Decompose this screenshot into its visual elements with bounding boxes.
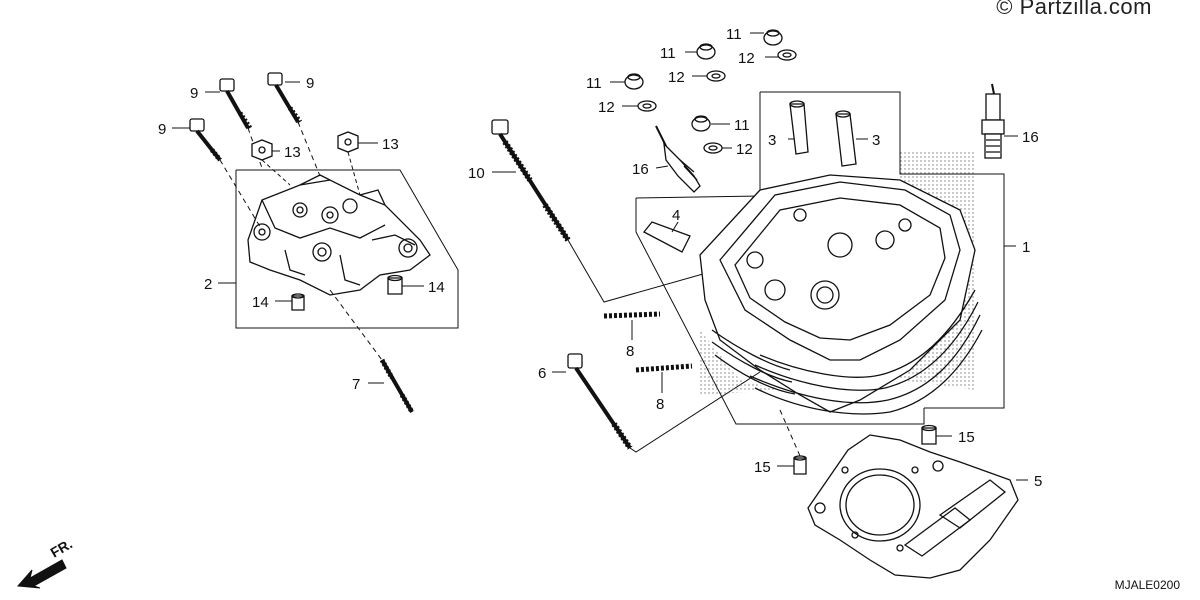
callout-9-a: 9 [190, 85, 198, 102]
nut-13-a [251, 139, 291, 186]
cap-11-c [624, 73, 644, 90]
callout-8-a: 8 [626, 343, 634, 360]
spark-plug-16-b [981, 83, 1005, 159]
washer-12-a [777, 49, 797, 61]
callout-1: 1 [1022, 239, 1030, 256]
stud-8-b [635, 363, 693, 373]
spark-plug-16-a [655, 125, 701, 193]
dowel-14-b [387, 274, 403, 295]
callout-14-a: 14 [252, 294, 269, 311]
callout-9-c: 9 [158, 121, 166, 138]
callout-15-a: 15 [958, 429, 975, 446]
bolt-9-b [267, 72, 303, 124]
callout-12-b: 12 [668, 69, 685, 86]
diagram-code: MJALE0200 [1114, 578, 1180, 592]
rocker-arm-assembly [235, 169, 459, 329]
callout-3-a: 3 [768, 132, 776, 149]
valve-guide-3-a [789, 100, 809, 155]
washer-12-b [706, 70, 726, 82]
callout-12-d: 12 [736, 141, 753, 158]
callout-9-b: 9 [306, 75, 314, 92]
stud-8-a [603, 311, 661, 319]
dowel-15-b [779, 409, 807, 475]
callout-11-a: 11 [726, 26, 742, 43]
bolt-10 [491, 119, 711, 303]
callout-13-a: 13 [284, 144, 301, 161]
cap-11-b [696, 43, 716, 60]
watermark: © Partzilla.com [996, 0, 1152, 19]
callout-2: 2 [204, 276, 212, 293]
cylinder-head [635, 91, 1005, 425]
bolt-9-a [219, 78, 253, 130]
callout-3-b: 3 [872, 132, 880, 149]
valve-guide-3-b [835, 110, 857, 167]
callout-13-b: 13 [382, 136, 399, 153]
callout-5: 5 [1034, 473, 1042, 490]
head-gasket-5 [807, 434, 1019, 579]
callout-10: 10 [468, 165, 485, 182]
callout-11-b: 11 [660, 45, 676, 62]
callout-15-b: 15 [754, 459, 771, 476]
callout-11-c: 11 [586, 75, 602, 92]
callout-numbers: 1 2 3 3 4 5 6 7 8 8 9 9 9 10 11 11 11 11… [158, 26, 1042, 490]
washer-12-c [637, 100, 657, 112]
leader-lines [172, 32, 1028, 481]
bolt-6 [567, 353, 761, 453]
callout-11-d: 11 [734, 117, 750, 134]
callout-7: 7 [352, 376, 360, 393]
bolt-9-c [189, 118, 222, 162]
callout-6: 6 [538, 365, 546, 382]
callout-14-b: 14 [428, 279, 445, 296]
nut-13-b [337, 131, 361, 196]
callout-12-a: 12 [738, 50, 755, 67]
front-direction-arrow: FR. [16, 535, 76, 589]
callout-4: 4 [672, 207, 680, 224]
callout-8-b: 8 [656, 396, 664, 413]
callout-12-c: 12 [598, 99, 615, 116]
cap-11-a [763, 29, 783, 46]
dowel-14-a [291, 293, 305, 311]
callout-16-b: 16 [1022, 129, 1039, 146]
plug-4 [643, 221, 691, 253]
washer-12-d [703, 142, 723, 154]
front-direction-label: FR. [48, 535, 76, 560]
dowel-15-a [921, 424, 937, 445]
callout-16-a: 16 [632, 161, 649, 178]
stud-7 [329, 289, 415, 414]
cap-11-d [691, 115, 711, 132]
